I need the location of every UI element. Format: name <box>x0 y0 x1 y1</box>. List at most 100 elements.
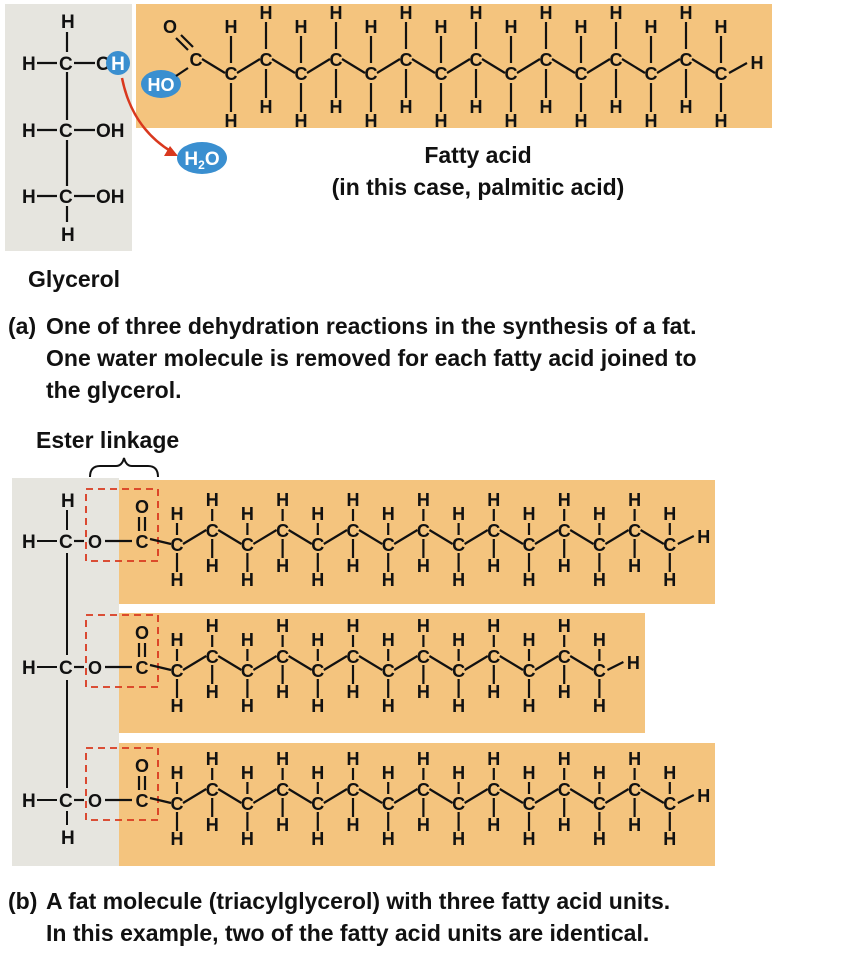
hydrogen-atom: H <box>663 570 676 590</box>
fatty-acid-title: Fatty acid <box>424 142 531 168</box>
hydrogen-atom: H <box>628 815 641 835</box>
carbonyl-double-bond-2 <box>180 34 194 48</box>
hydrogen-atom: H <box>680 97 693 117</box>
hydrogen-atom: H <box>417 556 430 576</box>
fatty-acid-subtitle: (in this case, palmitic acid) <box>332 174 625 200</box>
carbon-bond <box>306 58 331 74</box>
carbon-bond <box>182 529 207 545</box>
svg-text:H: H <box>61 225 75 246</box>
hydrogen-atom: H <box>610 97 623 117</box>
carbon-atom: C <box>347 780 360 800</box>
carbon-bond <box>358 529 383 545</box>
caption-a-line-3: the glycerol. <box>46 377 182 403</box>
carbon-bond <box>499 529 524 545</box>
hydrogen-atom: H <box>540 97 553 117</box>
svg-text:H: H <box>22 532 36 553</box>
svg-text:H: H <box>22 791 36 812</box>
carbon-atom: C <box>260 50 273 70</box>
hydrogen-atom: H <box>558 490 571 510</box>
hydrogen-atom: H <box>206 682 219 702</box>
hydrogen-atom: H <box>276 682 289 702</box>
carbon-atom: C <box>347 521 360 541</box>
hydrogen-atom: H <box>558 556 571 576</box>
carbon-atom: C <box>382 661 395 681</box>
carbon-atom: C <box>593 661 606 681</box>
hydrogen-atom: H <box>295 17 308 37</box>
hydrogen-atom: H <box>260 97 273 117</box>
carbon-bond <box>288 529 313 545</box>
hydrogen-atom: H <box>365 111 378 131</box>
svg-text:C: C <box>59 532 73 553</box>
hydrogen-atom: H <box>347 749 360 769</box>
carbon-atom: C <box>206 780 219 800</box>
water-label: H2O <box>184 149 219 172</box>
carbon-bond <box>534 788 559 804</box>
hydrogen-atom: H <box>663 829 676 849</box>
carbon-atom: C <box>276 647 289 667</box>
hydrogen-atom: H <box>206 749 219 769</box>
carbon-bond <box>358 655 383 671</box>
ester-linkage-box <box>85 747 159 821</box>
hydrogen-atom: H <box>382 570 395 590</box>
carbon-bond <box>393 529 418 545</box>
carbon-bond <box>499 655 524 671</box>
carbon-atom: C <box>452 535 465 555</box>
carbon-atom: C <box>628 521 641 541</box>
carbonyl-oxygen: O <box>135 756 149 776</box>
carbon-bond <box>534 529 559 545</box>
hydrogen-atom: H <box>225 17 238 37</box>
carbon-bond <box>481 58 506 74</box>
carbon-atom: C <box>330 50 343 70</box>
hydrogen-atom: H <box>206 490 219 510</box>
carbon-bond <box>217 655 242 671</box>
hydrogen-atom: H <box>400 3 413 23</box>
svg-text:H: H <box>22 187 36 208</box>
carbon-bond <box>182 788 207 804</box>
carbon-atom: C <box>382 535 395 555</box>
carbon-atom: C <box>347 647 360 667</box>
svg-text:C: C <box>59 791 73 812</box>
ester-linkage-label: Ester linkage <box>36 427 179 453</box>
hydrogen-atom: H <box>558 616 571 636</box>
carbon-atom: C <box>575 64 588 84</box>
svg-text:OH: OH <box>96 121 125 142</box>
fatty-acid-chain-1: CHHCHHCHHCHHCHHCHHCHHCHHCHHCHHCHHCHHCHHC… <box>149 490 710 590</box>
terminal-hydrogen: H <box>697 527 710 547</box>
carbonyl-oxygen: O <box>163 17 177 37</box>
terminal-bond <box>606 661 624 671</box>
carbon-atom: C <box>558 780 571 800</box>
terminal-bond <box>677 794 695 804</box>
carbon-atom: C <box>540 50 553 70</box>
svg-text:C: C <box>59 121 73 142</box>
glycerol-label: Glycerol <box>28 266 120 292</box>
svg-text:H: H <box>61 828 75 849</box>
hydrogen-atom: H <box>680 3 693 23</box>
hydrogen-atom: H <box>276 616 289 636</box>
hydrogen-atom: H <box>417 682 430 702</box>
hydrogen-atom: H <box>417 490 430 510</box>
hydrogen-atom: H <box>365 17 378 37</box>
hydrogen-atom: H <box>575 111 588 131</box>
carbon-atom: C <box>505 64 518 84</box>
hydrogen-atom: H <box>628 490 641 510</box>
carbon-atom: C <box>417 780 430 800</box>
carbon-bond <box>640 529 665 545</box>
water-label-O: O <box>205 149 220 170</box>
hydrogen-atom: H <box>382 504 395 524</box>
carbon-atom: C <box>276 521 289 541</box>
hydrogen-atom: H <box>311 570 324 590</box>
svg-text:H: H <box>22 121 36 142</box>
hydrogen-atom: H <box>347 490 360 510</box>
hydrogen-atom: H <box>523 504 536 524</box>
carbon-bond <box>640 788 665 804</box>
carbon-bond <box>411 58 436 74</box>
hydrogen-atom: H <box>470 97 483 117</box>
carbon-atom: C <box>628 780 641 800</box>
carbon-atom: C <box>487 521 500 541</box>
carbon-bond <box>604 529 630 545</box>
carbon-bond <box>323 788 348 804</box>
dehydration-arrowhead <box>164 146 178 156</box>
